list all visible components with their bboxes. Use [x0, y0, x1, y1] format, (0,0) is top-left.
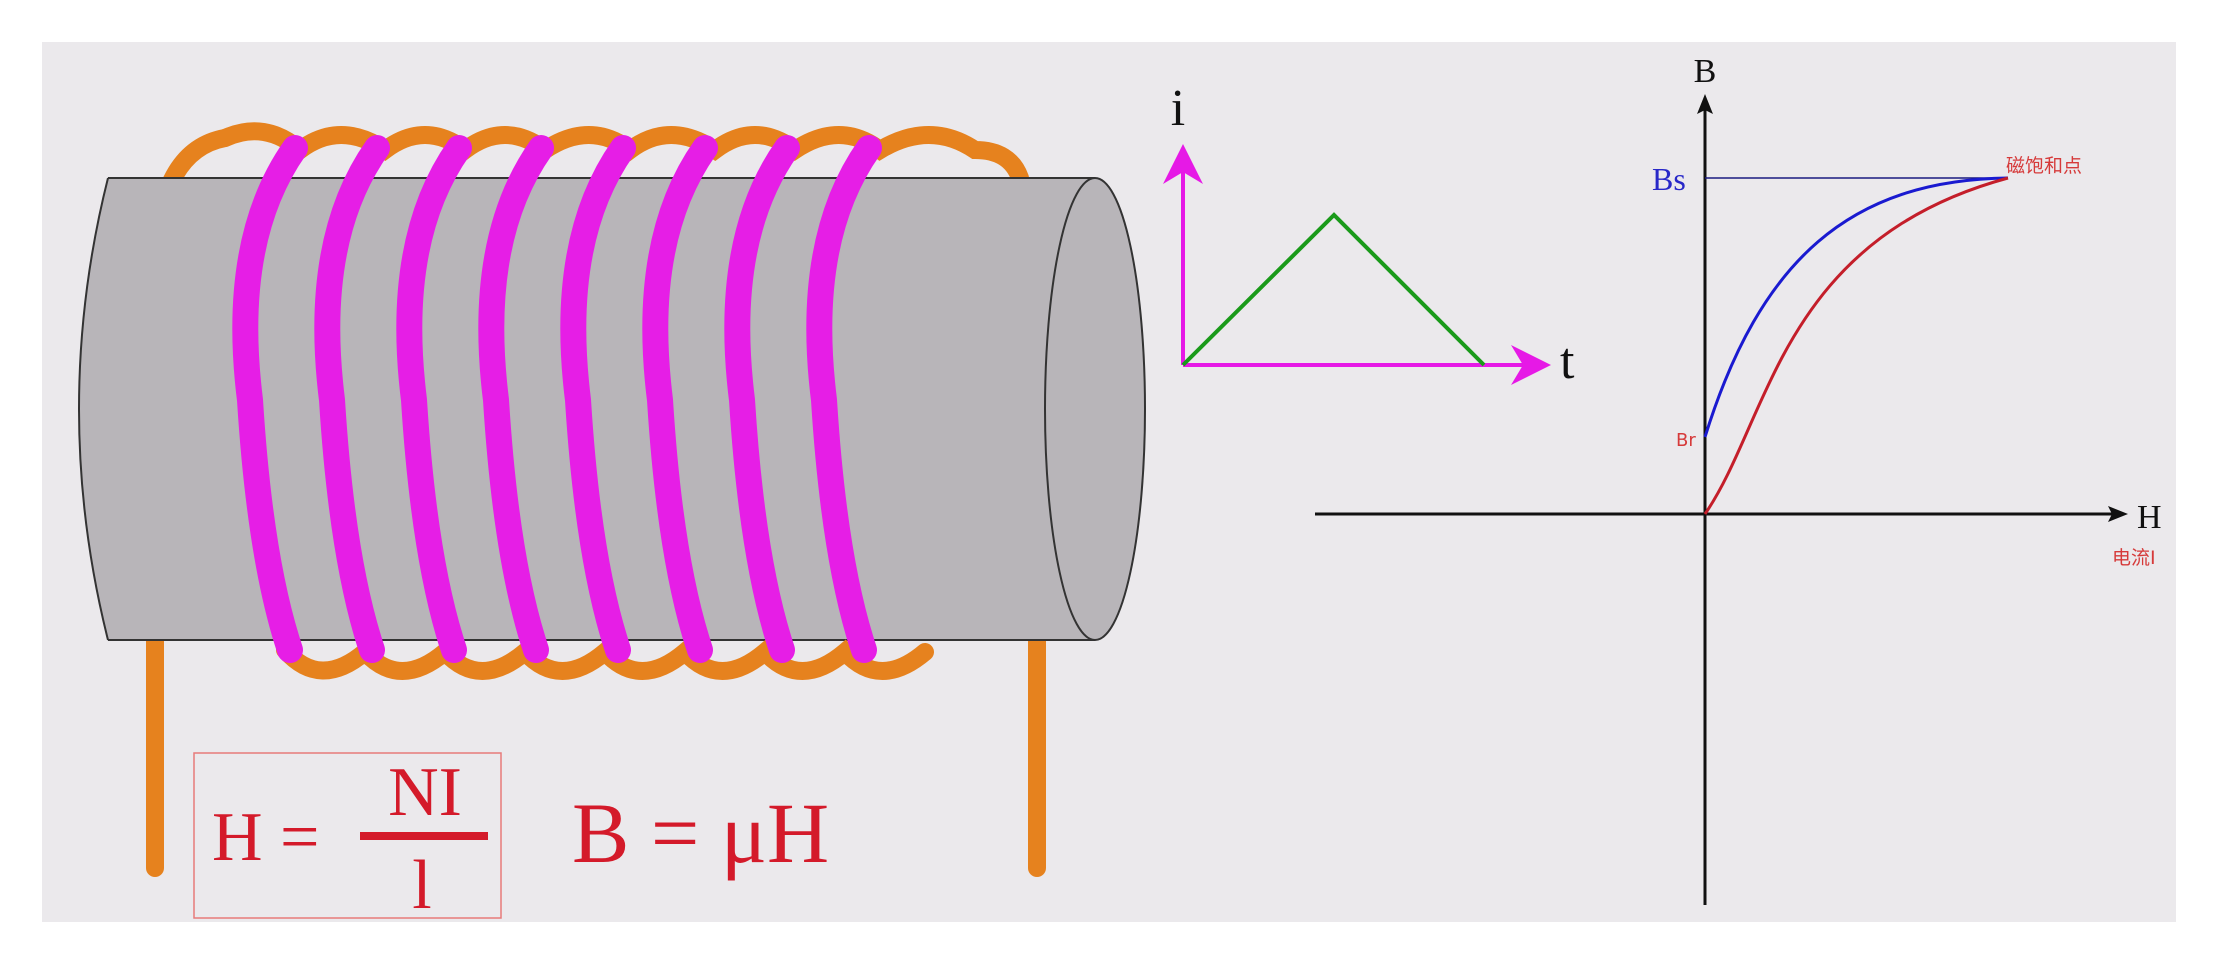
current-plot-x-label: t: [1560, 333, 1575, 390]
saturation-point-label: 磁饱和点: [2006, 155, 2082, 177]
coil-front-windings: [232, 135, 882, 663]
h-formula-box: [193, 752, 502, 919]
bh-curve-plot: B H 电流I Bs Br 磁饱和点: [1315, 53, 2162, 905]
magnetization-curve: [1703, 176, 2009, 515]
b-formula: B = μH: [572, 785, 829, 881]
br-label: Br: [1676, 430, 1696, 451]
bh-b-axis-arrow: [1697, 94, 1713, 114]
current-plot-y-label: i: [1171, 80, 1185, 137]
solenoid-illustration: [78, 122, 1146, 877]
bh-h-axis-arrow: [2108, 506, 2128, 522]
current-time-plot: i t: [1163, 80, 1575, 390]
bs-label: Bs: [1652, 161, 1686, 197]
bh-x-note: 电流I: [2112, 547, 2156, 569]
formulas: H = NI l B = μH: [193, 752, 829, 924]
h-formula-denominator: l: [412, 847, 431, 924]
bh-h-axis-label: H: [2137, 499, 2162, 536]
h-formula-numerator: NI: [388, 754, 462, 831]
triangular-current-waveform: [1181, 212, 1486, 367]
bh-b-axis-label: B: [1694, 53, 1717, 90]
residual-curve: [1703, 176, 2009, 438]
h-formula-lhs: H =: [212, 799, 320, 876]
